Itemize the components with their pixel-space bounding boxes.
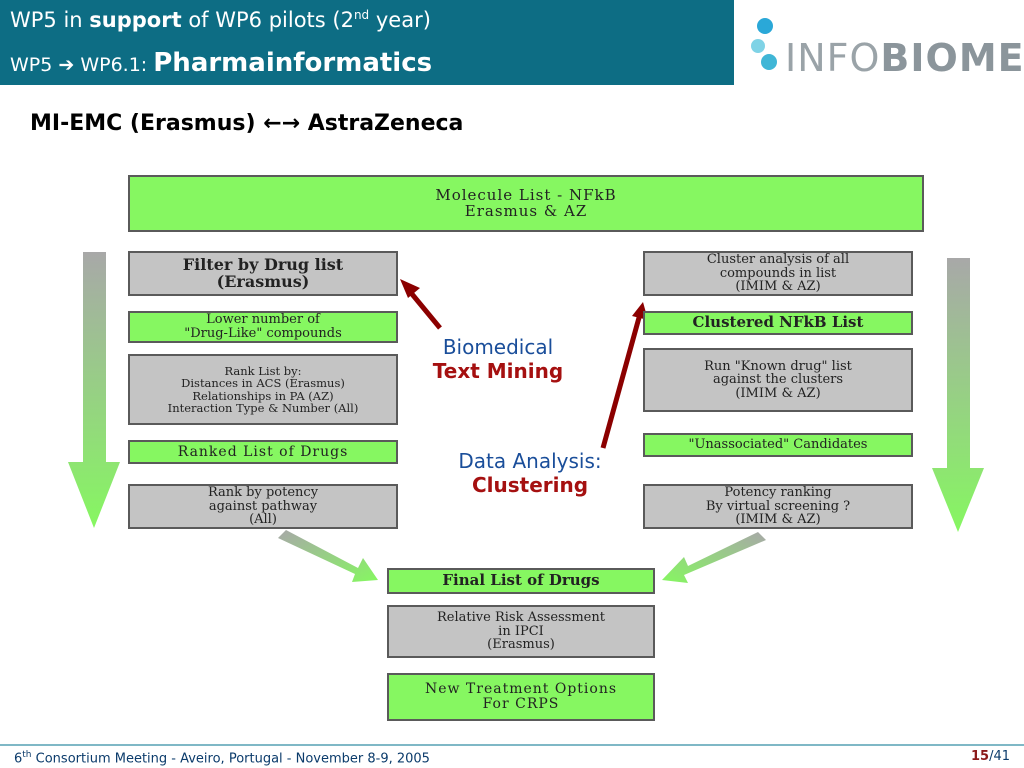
rank-list-box: Rank List by: Distances in ACS (Erasmus)… bbox=[128, 354, 398, 425]
title-part: WP5 bbox=[10, 54, 59, 76]
relative-risk-box: Relative Risk Assessment in IPCI (Erasmu… bbox=[387, 605, 655, 658]
clustering-annotation: Data Analysis: Clustering bbox=[440, 449, 620, 497]
footer-caption: Consortium Meeting - Aveiro, Portugal - … bbox=[31, 751, 430, 767]
title-emphasis: Pharmainformatics bbox=[153, 48, 433, 78]
annotation-line1: Data Analysis: bbox=[458, 449, 602, 473]
title-part: WP6.1: bbox=[74, 54, 154, 76]
arrow-right-icon: ➔ bbox=[58, 54, 75, 76]
annotation-line2: Text Mining bbox=[432, 359, 564, 383]
logo-text-b: BIOMED bbox=[880, 36, 1024, 80]
left-down-arrow bbox=[68, 252, 120, 528]
new-treatment-box: New Treatment Options For CRPS bbox=[387, 673, 655, 721]
rank-potency-box: Rank by potency against pathway (All) bbox=[128, 484, 398, 529]
filter-drug-list-box: Filter by Drug list (Erasmus) bbox=[128, 251, 398, 296]
text-mining-annotation: Biomedical Text Mining bbox=[418, 335, 578, 383]
title-part: WP5 in bbox=[10, 8, 90, 32]
clustered-nfkb-box: Clustered NFkB List bbox=[643, 311, 913, 335]
title-sup: nd bbox=[353, 8, 370, 22]
run-known-drug-box: Run "Known drug" list against the cluste… bbox=[643, 348, 913, 412]
text-mining-arrowhead bbox=[400, 279, 420, 298]
infobiomed-logo: INFOBIOMED bbox=[745, 10, 1024, 80]
clustering-arrow bbox=[600, 313, 643, 449]
logo-dots-icon bbox=[751, 18, 777, 70]
title-bold: support bbox=[89, 8, 182, 32]
slide-subtitle: MI-EMC (Erasmus) ←→ AstraZeneca bbox=[30, 111, 464, 136]
cluster-analysis-box: Cluster analysis of all compounds in lis… bbox=[643, 251, 913, 296]
title-part: year) bbox=[369, 8, 431, 32]
right-down-arrow bbox=[932, 258, 984, 532]
ranked-list-box: Ranked List of Drugs bbox=[128, 440, 398, 464]
logo-text-a: INFO bbox=[785, 36, 881, 80]
diag-arrow-left bbox=[278, 530, 378, 582]
footer-divider bbox=[0, 744, 1024, 746]
annotation-line1: Biomedical bbox=[442, 335, 554, 359]
title-part: of WP6 pilots (2 bbox=[181, 8, 354, 32]
footer-text: 6th Consortium Meeting - Aveiro, Portuga… bbox=[14, 750, 430, 766]
annotation-line2: Clustering bbox=[471, 473, 589, 497]
diag-arrow-right bbox=[662, 532, 766, 583]
title-banner: WP5 in support of WP6 pilots (2nd year) … bbox=[0, 0, 734, 85]
potency-ranking-box: Potency ranking By virtual screening ? (… bbox=[643, 484, 913, 529]
footer-sup: th bbox=[22, 750, 32, 760]
text-mining-arrow bbox=[405, 286, 442, 330]
footer-num: 6 bbox=[14, 751, 23, 767]
lower-number-box: Lower number of "Drug-Like" compounds bbox=[128, 311, 398, 343]
final-list-box: Final List of Drugs bbox=[387, 568, 655, 594]
total-pages: /41 bbox=[989, 749, 1010, 764]
molecule-list-box: Molecule List - NFkB Erasmus & AZ bbox=[128, 175, 924, 232]
page-number: 15/41 bbox=[971, 749, 1010, 764]
logo-text: INFOBIOMED bbox=[785, 36, 1024, 80]
slide-title-line2: WP5 ➔ WP6.1: Pharmainformatics bbox=[10, 48, 432, 78]
unassociated-candidates-box: "Unassociated" Candidates bbox=[643, 433, 913, 457]
slide-title-line1: WP5 in support of WP6 pilots (2nd year) bbox=[10, 8, 431, 32]
current-page: 15 bbox=[970, 749, 990, 764]
